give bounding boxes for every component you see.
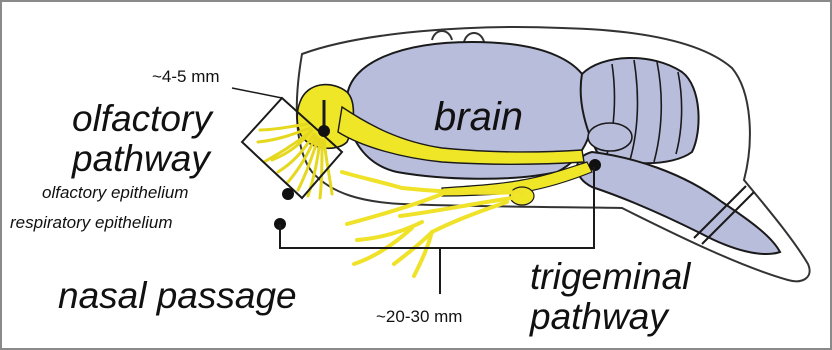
- olfactory-bulb-dot: [318, 125, 330, 137]
- respiratory-epithelium-label: respiratory epithelium: [10, 214, 173, 231]
- brain-label: brain: [434, 97, 523, 137]
- olfactory-epithelium-label: olfactory epithelium: [42, 184, 188, 201]
- trigeminal-pathway-label-line2: pathway: [530, 298, 668, 335]
- nasal-passage-label: nasal passage: [58, 277, 297, 314]
- olfactory-callout-line: [232, 88, 282, 98]
- pons: [588, 123, 632, 151]
- olfactory-distance-label: ~4-5 mm: [152, 68, 220, 85]
- olfactory-epithelium-dot: [282, 188, 294, 200]
- trigeminal-pathway-label-line1: trigeminal: [530, 258, 690, 295]
- trigeminal-ganglion: [510, 187, 534, 205]
- olfactory-pathway-label-line1: olfactory: [72, 100, 212, 137]
- olfactory-pathway-label-line2: pathway: [72, 140, 210, 177]
- trigeminal-distance-label: ~20-30 mm: [376, 308, 462, 325]
